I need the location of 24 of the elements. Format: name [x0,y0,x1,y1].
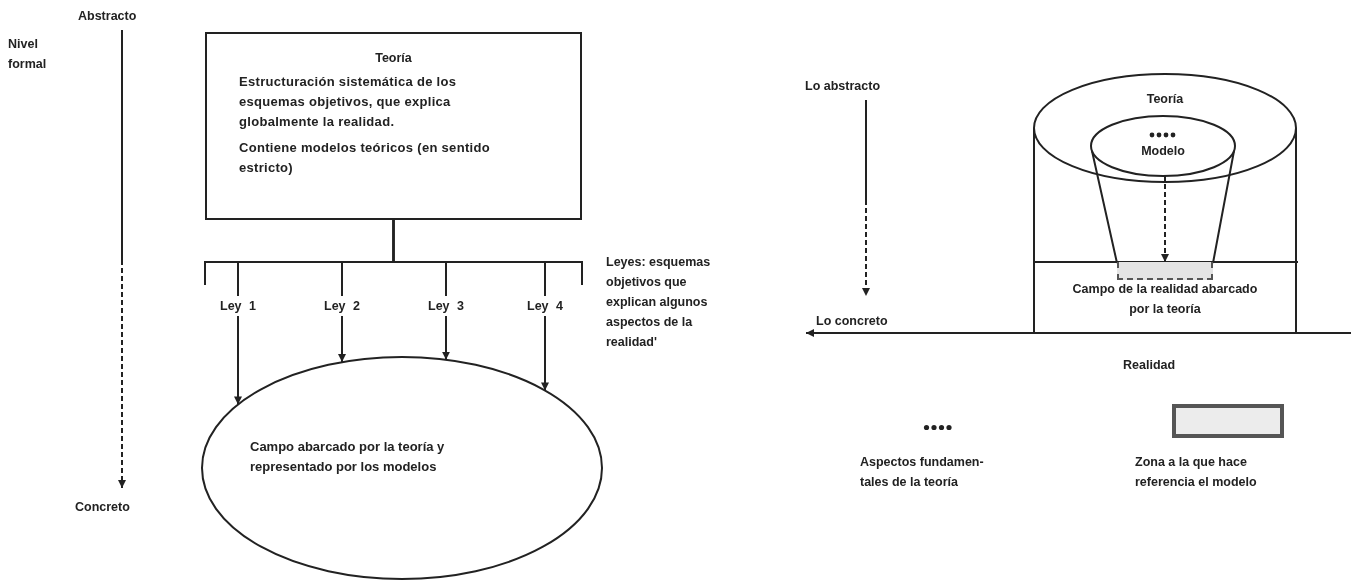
box-text: Estructuración sistemática de los esquemas objetivos, que explica globalmente la realidad. [239,73,458,131]
note-text: Leyes: esquemas objetivos que explican algunos aspectos de la realidad' [606,254,712,351]
shaded-zone [1117,262,1213,280]
edge-label: Ley 4 [524,296,566,316]
axis-label: Realidad [1123,357,1176,374]
cylinder-label: Teoría [1145,91,1185,108]
edge-label: Ley 1 [217,296,259,316]
axis-label: Nivel formal [8,36,48,73]
model-label: Modelo [1140,143,1186,160]
arrow [392,219,549,392]
axis-label: Lo concreto [816,313,888,330]
box-heading: Teoría [374,50,413,67]
legend-text: Zona a la que hace referencia el modelo [1135,454,1258,491]
arrow [1161,175,1169,263]
axis-label: Concreto [75,499,130,516]
edge-label: Ley 3 [425,296,467,316]
legend-text: Aspectos fundamen- tales de la teoría [860,454,985,491]
theory-box [205,32,582,220]
cylinder-text: Campo de la realidad abarcado por la teoría [1071,281,1259,318]
axis-label: Lo abstracto [805,78,880,95]
axis-label: Abstracto [78,8,137,25]
ellipse-text: Campo abarcado por la teoría y representado por los modelos [250,438,446,476]
box-text: Contiene modelos teóricos (en sentido estricto) [239,139,491,177]
edge-label: Ley 2 [321,296,363,316]
